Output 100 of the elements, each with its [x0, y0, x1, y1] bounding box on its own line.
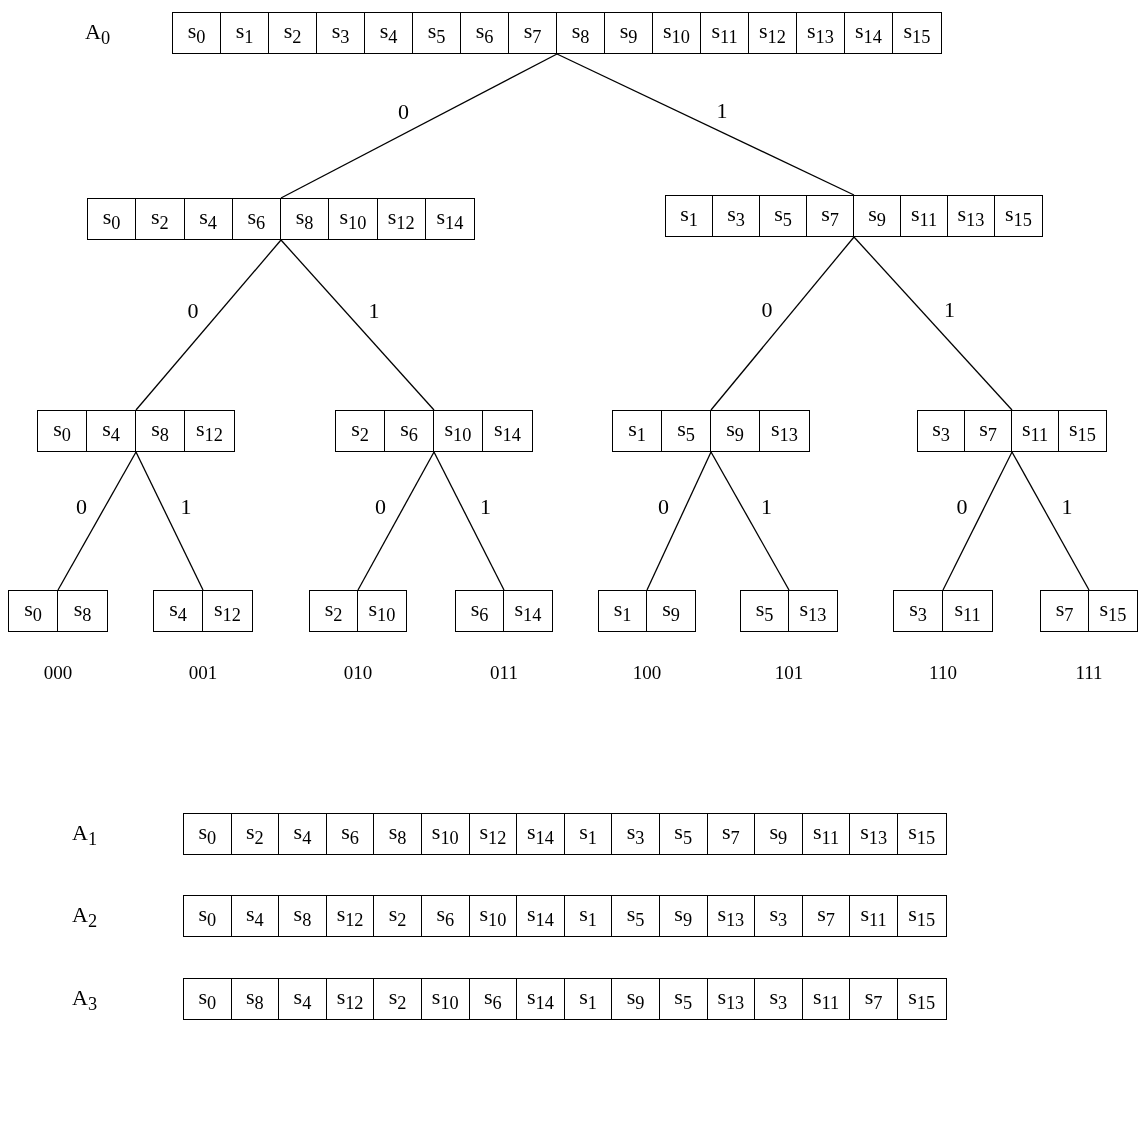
- tree-branch: [280, 53, 558, 199]
- array-cell: s$_{2}$: [231, 814, 280, 854]
- array-cell: s$_{12}$: [377, 199, 426, 239]
- array-cell: s$_{10}$: [469, 896, 518, 936]
- array-label: A$_{0}$: [85, 18, 112, 51]
- array-cell: s$_{5}$: [662, 411, 711, 451]
- array-cell: s$_{0}$: [184, 814, 232, 854]
- tree-branch: [710, 451, 790, 591]
- bit-code: 110: [929, 662, 957, 684]
- array-cell: s$_{9}$: [647, 591, 695, 631]
- array-cell: s$_{2}$: [374, 979, 422, 1019]
- array-cell: s$_{13}$: [850, 814, 898, 854]
- array-cell: s$_{7}$: [802, 896, 851, 936]
- tree-branch: [280, 239, 435, 411]
- tree-branch: [853, 236, 1013, 411]
- tree-branch: [57, 451, 137, 591]
- array-cell: s$_{3}$: [612, 814, 660, 854]
- array-cell: s$_{0}$: [184, 896, 232, 936]
- array-cell: s$_{2}$: [336, 411, 385, 451]
- array-cell: s$_{15}$: [1059, 411, 1106, 451]
- array-cell: s$_{7}$: [850, 979, 898, 1019]
- array-cell: s$_{5}$: [413, 13, 461, 53]
- array-cell: s$_{1}$: [564, 896, 613, 936]
- array-cell: s$_{1}$: [599, 591, 647, 631]
- array-cell: s$_{1}$: [564, 979, 613, 1019]
- array-cell: s$_{2}$: [136, 199, 185, 239]
- array-cell: s$_{9}$: [755, 814, 803, 854]
- array-cell: s$_{8}$: [279, 896, 327, 936]
- array-cell: s$_{15}$: [897, 979, 946, 1019]
- tree-branch: [1011, 451, 1090, 591]
- array-cell: s$_{8}$: [136, 411, 185, 451]
- array-cell: s$_{11}$: [802, 814, 851, 854]
- array-cell: s$_{12}$: [185, 411, 234, 451]
- array-cell: s$_{8}$: [281, 199, 330, 239]
- array-cell: s$_{13}$: [760, 411, 809, 451]
- array-cell: s$_{15}$: [893, 13, 941, 53]
- bit-code: 000: [43, 662, 73, 684]
- array-cell: s$_{0}$: [38, 411, 87, 451]
- array-cell: s$_{13}$: [789, 591, 837, 631]
- tree-branch: [942, 451, 1013, 591]
- array-cell: s$_{13}$: [707, 896, 756, 936]
- array-cell: s$_{3}$: [755, 896, 803, 936]
- array-cell: s$_{3}$: [317, 13, 365, 53]
- array-cell: s$_{8}$: [557, 13, 605, 53]
- array-cell: s$_{6}$: [385, 411, 434, 451]
- array-cell: s$_{10}$: [358, 591, 406, 631]
- array-cell: s$_{8}$: [58, 591, 107, 631]
- array-cell: s$_{6}$: [456, 591, 504, 631]
- array-cell: s$_{14}$: [517, 896, 565, 936]
- array-cell: s$_{7}$: [965, 411, 1012, 451]
- array-cell: s$_{4}$: [184, 199, 233, 239]
- bit-code: 010: [343, 662, 373, 684]
- array-cell: s$_{13}$: [948, 196, 995, 236]
- array-cell: s$_{11}$: [901, 196, 948, 236]
- array-cell: s$_{14}$: [504, 591, 552, 631]
- array-cell: s$_{14}$: [483, 411, 532, 451]
- array-cell: s$_{4}$: [279, 979, 327, 1019]
- array-cell: s$_{11}$: [850, 896, 898, 936]
- array-cell: s$_{14}$: [845, 13, 893, 53]
- array-cell: s$_{15}$: [995, 196, 1042, 236]
- array-cell: s$_{2}$: [374, 896, 422, 936]
- array-cell: s$_{6}$: [469, 979, 518, 1019]
- tree-branch: [710, 236, 855, 411]
- array-cell: s$_{12}$: [469, 814, 518, 854]
- array-cell: s$_{12}$: [326, 896, 375, 936]
- tree-branch: [357, 451, 435, 591]
- array-cell: s$_{12}$: [326, 979, 375, 1019]
- array-cell: s$_{10}$: [434, 411, 483, 451]
- array-cell: s$_{11}$: [701, 13, 749, 53]
- array-cell: s$_{13}$: [797, 13, 845, 53]
- array-cell: s$_{15}$: [1089, 591, 1137, 631]
- bit-code: 111: [1075, 662, 1103, 684]
- array-cell: s$_{10}$: [421, 814, 470, 854]
- array-cell: s$_{7}$: [707, 814, 756, 854]
- array-cell: s$_{5}$: [760, 196, 807, 236]
- array-cell: s$_{14}$: [517, 814, 565, 854]
- array-cell: s$_{14}$: [425, 199, 474, 239]
- array-cell: s$_{10}$: [421, 979, 470, 1019]
- array-cell: s$_{10}$: [653, 13, 701, 53]
- array-cell: s$_{5}$: [659, 814, 708, 854]
- tree-branch: [646, 451, 712, 591]
- array-cell: s$_{11}$: [943, 591, 992, 631]
- bit-code: 001: [188, 662, 218, 684]
- array-cell: s$_{7}$: [509, 13, 557, 53]
- array-cell: s$_{3}$: [894, 591, 943, 631]
- array-cell: s$_{4}$: [87, 411, 136, 451]
- tree-branch: [135, 451, 204, 591]
- array-cell: s$_{0}$: [88, 199, 137, 239]
- array-cell: s$_{7}$: [807, 196, 854, 236]
- array-cell: s$_{3}$: [918, 411, 965, 451]
- bit-code: 101: [774, 662, 804, 684]
- array-cell: s$_{9}$: [854, 196, 901, 236]
- tree-branch: [556, 53, 855, 196]
- array-label: A$_{2}$: [72, 901, 99, 934]
- array-cell: s$_{6}$: [232, 199, 281, 239]
- tree-branch: [433, 451, 505, 591]
- array-label: A$_{1}$: [72, 819, 99, 852]
- array-cell: s$_{14}$: [517, 979, 565, 1019]
- array-cell: s$_{11}$: [802, 979, 851, 1019]
- bit-code: 011: [490, 662, 518, 684]
